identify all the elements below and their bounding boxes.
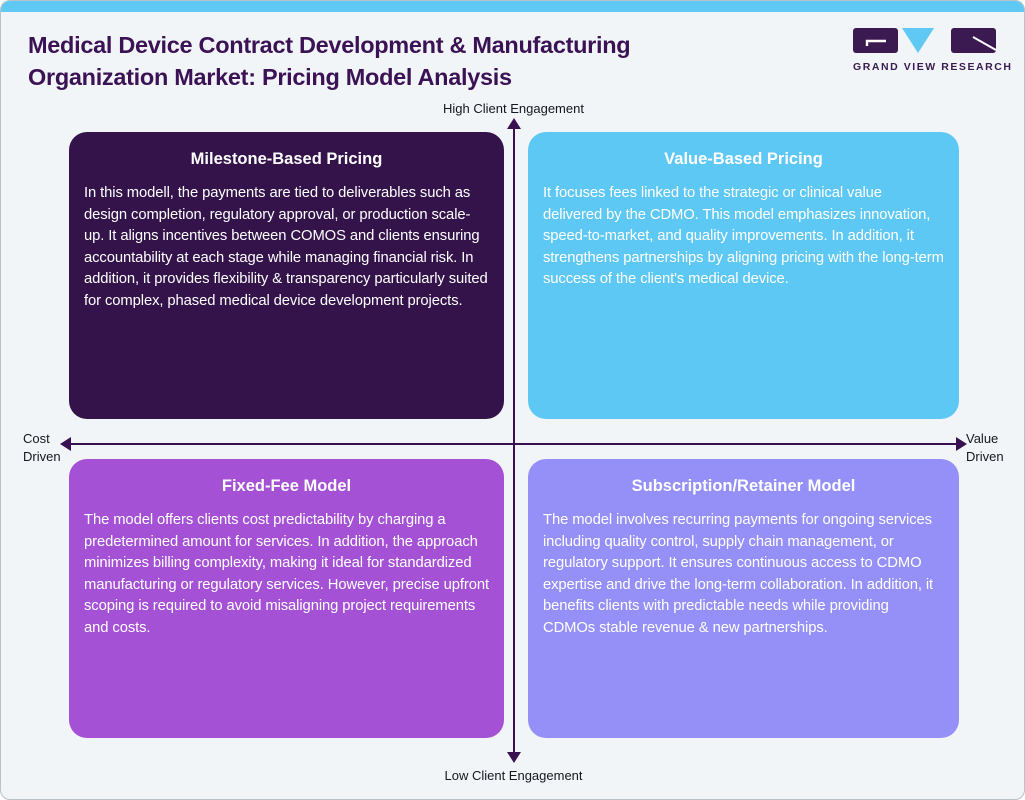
arrow-right-icon (956, 437, 967, 451)
axis-label-cost: Cost (23, 431, 50, 446)
page-title: Medical Device Contract Development & Ma… (28, 29, 808, 93)
quadrant-fixed-fee-model: Fixed-Fee Model The model offers clients… (69, 459, 504, 738)
arrow-up-icon (507, 118, 521, 129)
logo-v-triangle-icon (902, 28, 934, 53)
logo-r-icon (951, 28, 996, 53)
quadrant-milestone-based-pricing: Milestone-Based Pricing In this modell, … (69, 132, 504, 419)
logo-g-icon (853, 28, 898, 53)
logo-wordmark: GRAND VIEW RESEARCH (853, 61, 1013, 73)
gvr-logo: GRAND VIEW RESEARCH (853, 28, 1013, 73)
vertical-axis-line (513, 125, 515, 757)
arrow-down-icon (507, 752, 521, 763)
axis-label-cost-driven-line2: Driven (23, 448, 61, 464)
quadrant-title: Milestone-Based Pricing (190, 150, 383, 168)
quadrant-subscription-retainer-model: Subscription/Retainer Model The model in… (528, 459, 959, 738)
axis-label-high-engagement: High Client Engagement (443, 101, 584, 116)
quadrant-value-based-pricing: Value-Based Pricing It focuses fees link… (528, 132, 959, 419)
quadrant-body: The model offers clients cost predictabi… (84, 512, 490, 636)
quadrant-body: In this modell, the payments are tied to… (84, 185, 488, 309)
axis-label-value: Value (966, 431, 999, 446)
page-title-line1: Medical Device Contract Development & Ma… (28, 32, 631, 58)
axis-label-cost-driven: Cost Driven (23, 430, 61, 465)
axis-label-low-engagement: Low Client Engagement (444, 768, 583, 783)
arrow-left-icon (60, 437, 71, 451)
gvr-logo-mark (853, 28, 1003, 54)
quadrant-body: The model involves recurring payments fo… (543, 512, 934, 636)
horizontal-axis-line (67, 443, 957, 445)
axis-label-value-driven: Value Driven (966, 430, 1004, 465)
quadrant-body: It focuses fees linked to the strategic … (543, 185, 944, 287)
top-accent-bar (1, 1, 1024, 12)
page-title-line2: Organization Market: Pricing Model Analy… (28, 64, 512, 90)
axis-label-value-driven-line2: Driven (966, 448, 1004, 464)
quadrant-title: Fixed-Fee Model (221, 477, 352, 495)
quadrant-title: Value-Based Pricing (664, 150, 823, 168)
quadrant-title: Subscription/Retainer Model (631, 477, 856, 495)
